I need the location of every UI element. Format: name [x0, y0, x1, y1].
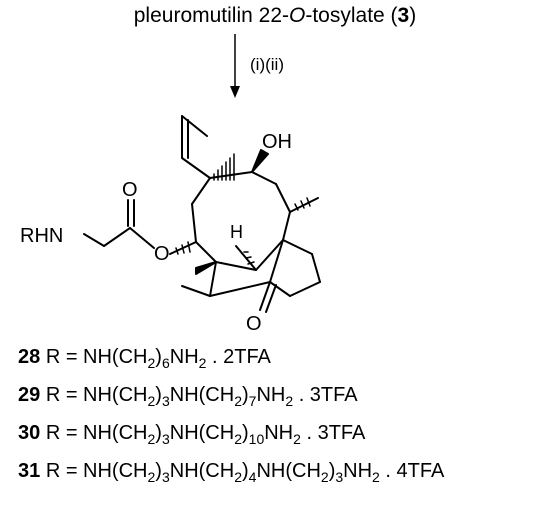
- formula-text: ): [155, 460, 162, 482]
- formula-text: ): [241, 384, 249, 406]
- label-o-ester: O: [154, 243, 170, 265]
- formula-text: R = NH(CH: [45, 422, 148, 444]
- formula-text: NH: [169, 346, 199, 368]
- hashed-methyl-right: [294, 197, 311, 211]
- ketone-bond-2: [265, 284, 277, 313]
- formula-subscript: 10: [248, 431, 265, 447]
- formula-subscript: 2: [234, 431, 242, 447]
- formula-subscript: 2: [372, 469, 380, 485]
- label-o-ketone: O: [246, 313, 262, 335]
- formula-text: . 2TFA: [206, 346, 271, 368]
- formula-text: ): [241, 460, 249, 482]
- formula-subscript: 2: [198, 355, 207, 371]
- compound-row: 31 R = NH(CH2)3NH(CH2)4NH(CH2)3NH2 . 4TF…: [18, 452, 444, 490]
- formula-subscript: 4: [248, 469, 257, 485]
- title-compound-number: 3: [397, 4, 410, 27]
- formula-text: ): [155, 346, 162, 368]
- formula-subscript: 2: [234, 393, 242, 409]
- formula-text: NH(CH: [169, 422, 235, 444]
- formula-text: ): [328, 460, 336, 482]
- formula-subscript: 2: [320, 469, 329, 485]
- formula-subscript: 3: [161, 469, 170, 485]
- compound-id: 31: [18, 460, 41, 482]
- label-oh: OH: [262, 131, 292, 153]
- r-definition: R = NH(CH2)3NH(CH2)10NH2 . 3TFA: [45, 422, 366, 447]
- r-definition: R = NH(CH2)3NH(CH2)7NH2 . 3TFA: [45, 384, 358, 409]
- compound-list: 28 R = NH(CH2)6NH2 . 2TFA 29 R = NH(CH2)…: [18, 338, 444, 490]
- formula-text: ): [241, 422, 249, 444]
- compound-id: 30: [18, 422, 41, 444]
- reaction-arrowhead: [230, 86, 240, 98]
- compound-id: 28: [18, 346, 41, 368]
- formula-text: R = NH(CH: [45, 346, 148, 368]
- compound-row: 29 R = NH(CH2)3NH(CH2)7NH2 . 3TFA: [18, 376, 444, 414]
- formula-text: R = NH(CH: [45, 384, 148, 406]
- r-definition: R = NH(CH2)6NH2 . 2TFA: [45, 346, 271, 371]
- title-italic-o: O: [289, 4, 306, 27]
- hashed-ester-bond: [175, 241, 191, 255]
- formula-subscript: 2: [147, 355, 156, 371]
- formula-subscript: 7: [248, 393, 257, 409]
- formula-text: NH: [343, 460, 373, 482]
- wedge-methyl-bottom: [195, 261, 217, 275]
- formula-text: . 3TFA: [293, 384, 358, 406]
- ketone-bond-1: [259, 281, 271, 311]
- title-middle: -tosylate (: [305, 4, 398, 27]
- formula-subscript: 3: [161, 431, 170, 447]
- formula-subscript: 6: [161, 355, 170, 371]
- formula-text: . 4TFA: [379, 460, 445, 482]
- formula-subscript: 2: [234, 469, 242, 485]
- cyclopentanone-ring: [269, 239, 321, 297]
- oh-wedge: [251, 149, 269, 173]
- title-prefix: pleuromutilin 22-: [133, 4, 289, 27]
- label-rhn: RHN: [20, 225, 63, 247]
- compound-row: 30 R = NH(CH2)3NH(CH2)10NH2 . 3TFA: [18, 414, 444, 452]
- formula-text: . 3TFA: [300, 422, 366, 444]
- scheme-title: pleuromutilin 22-O-tosylate (3): [0, 2, 550, 30]
- ester-chain: [83, 199, 197, 255]
- compound-id: 29: [18, 384, 41, 406]
- hashed-methyl-top: [213, 153, 235, 181]
- formula-text: NH: [264, 422, 294, 444]
- label-h: H: [230, 222, 243, 242]
- eight-membered-ring: [191, 171, 291, 263]
- formula-text: ): [155, 422, 162, 444]
- methyl-right: [289, 197, 319, 213]
- molecule: [83, 115, 321, 313]
- r-definition: R = NH(CH2)3NH(CH2)4NH(CH2)3NH2 . 4TFA: [45, 460, 445, 485]
- title-suffix: ): [409, 4, 417, 27]
- reaction-conditions: (i)(ii): [250, 55, 284, 74]
- hashed-h-bond: [243, 251, 255, 265]
- formula-subscript: 2: [147, 469, 156, 485]
- formula-text: NH(CH: [169, 460, 235, 482]
- ethyl-stub: [181, 285, 211, 297]
- formula-subscript: 3: [161, 393, 170, 409]
- formula-subscript: 2: [147, 431, 156, 447]
- vinyl-group: [181, 115, 211, 179]
- bridge-bonds: [209, 239, 284, 297]
- compound-row: 28 R = NH(CH2)6NH2 . 2TFA: [18, 338, 444, 376]
- formula-text: NH(CH: [169, 384, 235, 406]
- formula-subscript: 2: [285, 393, 294, 409]
- formula-text: NH(CH: [256, 460, 321, 482]
- formula-subscript: 2: [293, 431, 301, 447]
- formula-subscript: 2: [147, 393, 156, 409]
- formula-text: NH: [256, 384, 286, 406]
- label-o-carbonyl: O: [122, 179, 138, 201]
- formula-subscript: 3: [335, 469, 344, 485]
- formula-text: R = NH(CH: [45, 460, 148, 482]
- formula-text: ): [155, 384, 162, 406]
